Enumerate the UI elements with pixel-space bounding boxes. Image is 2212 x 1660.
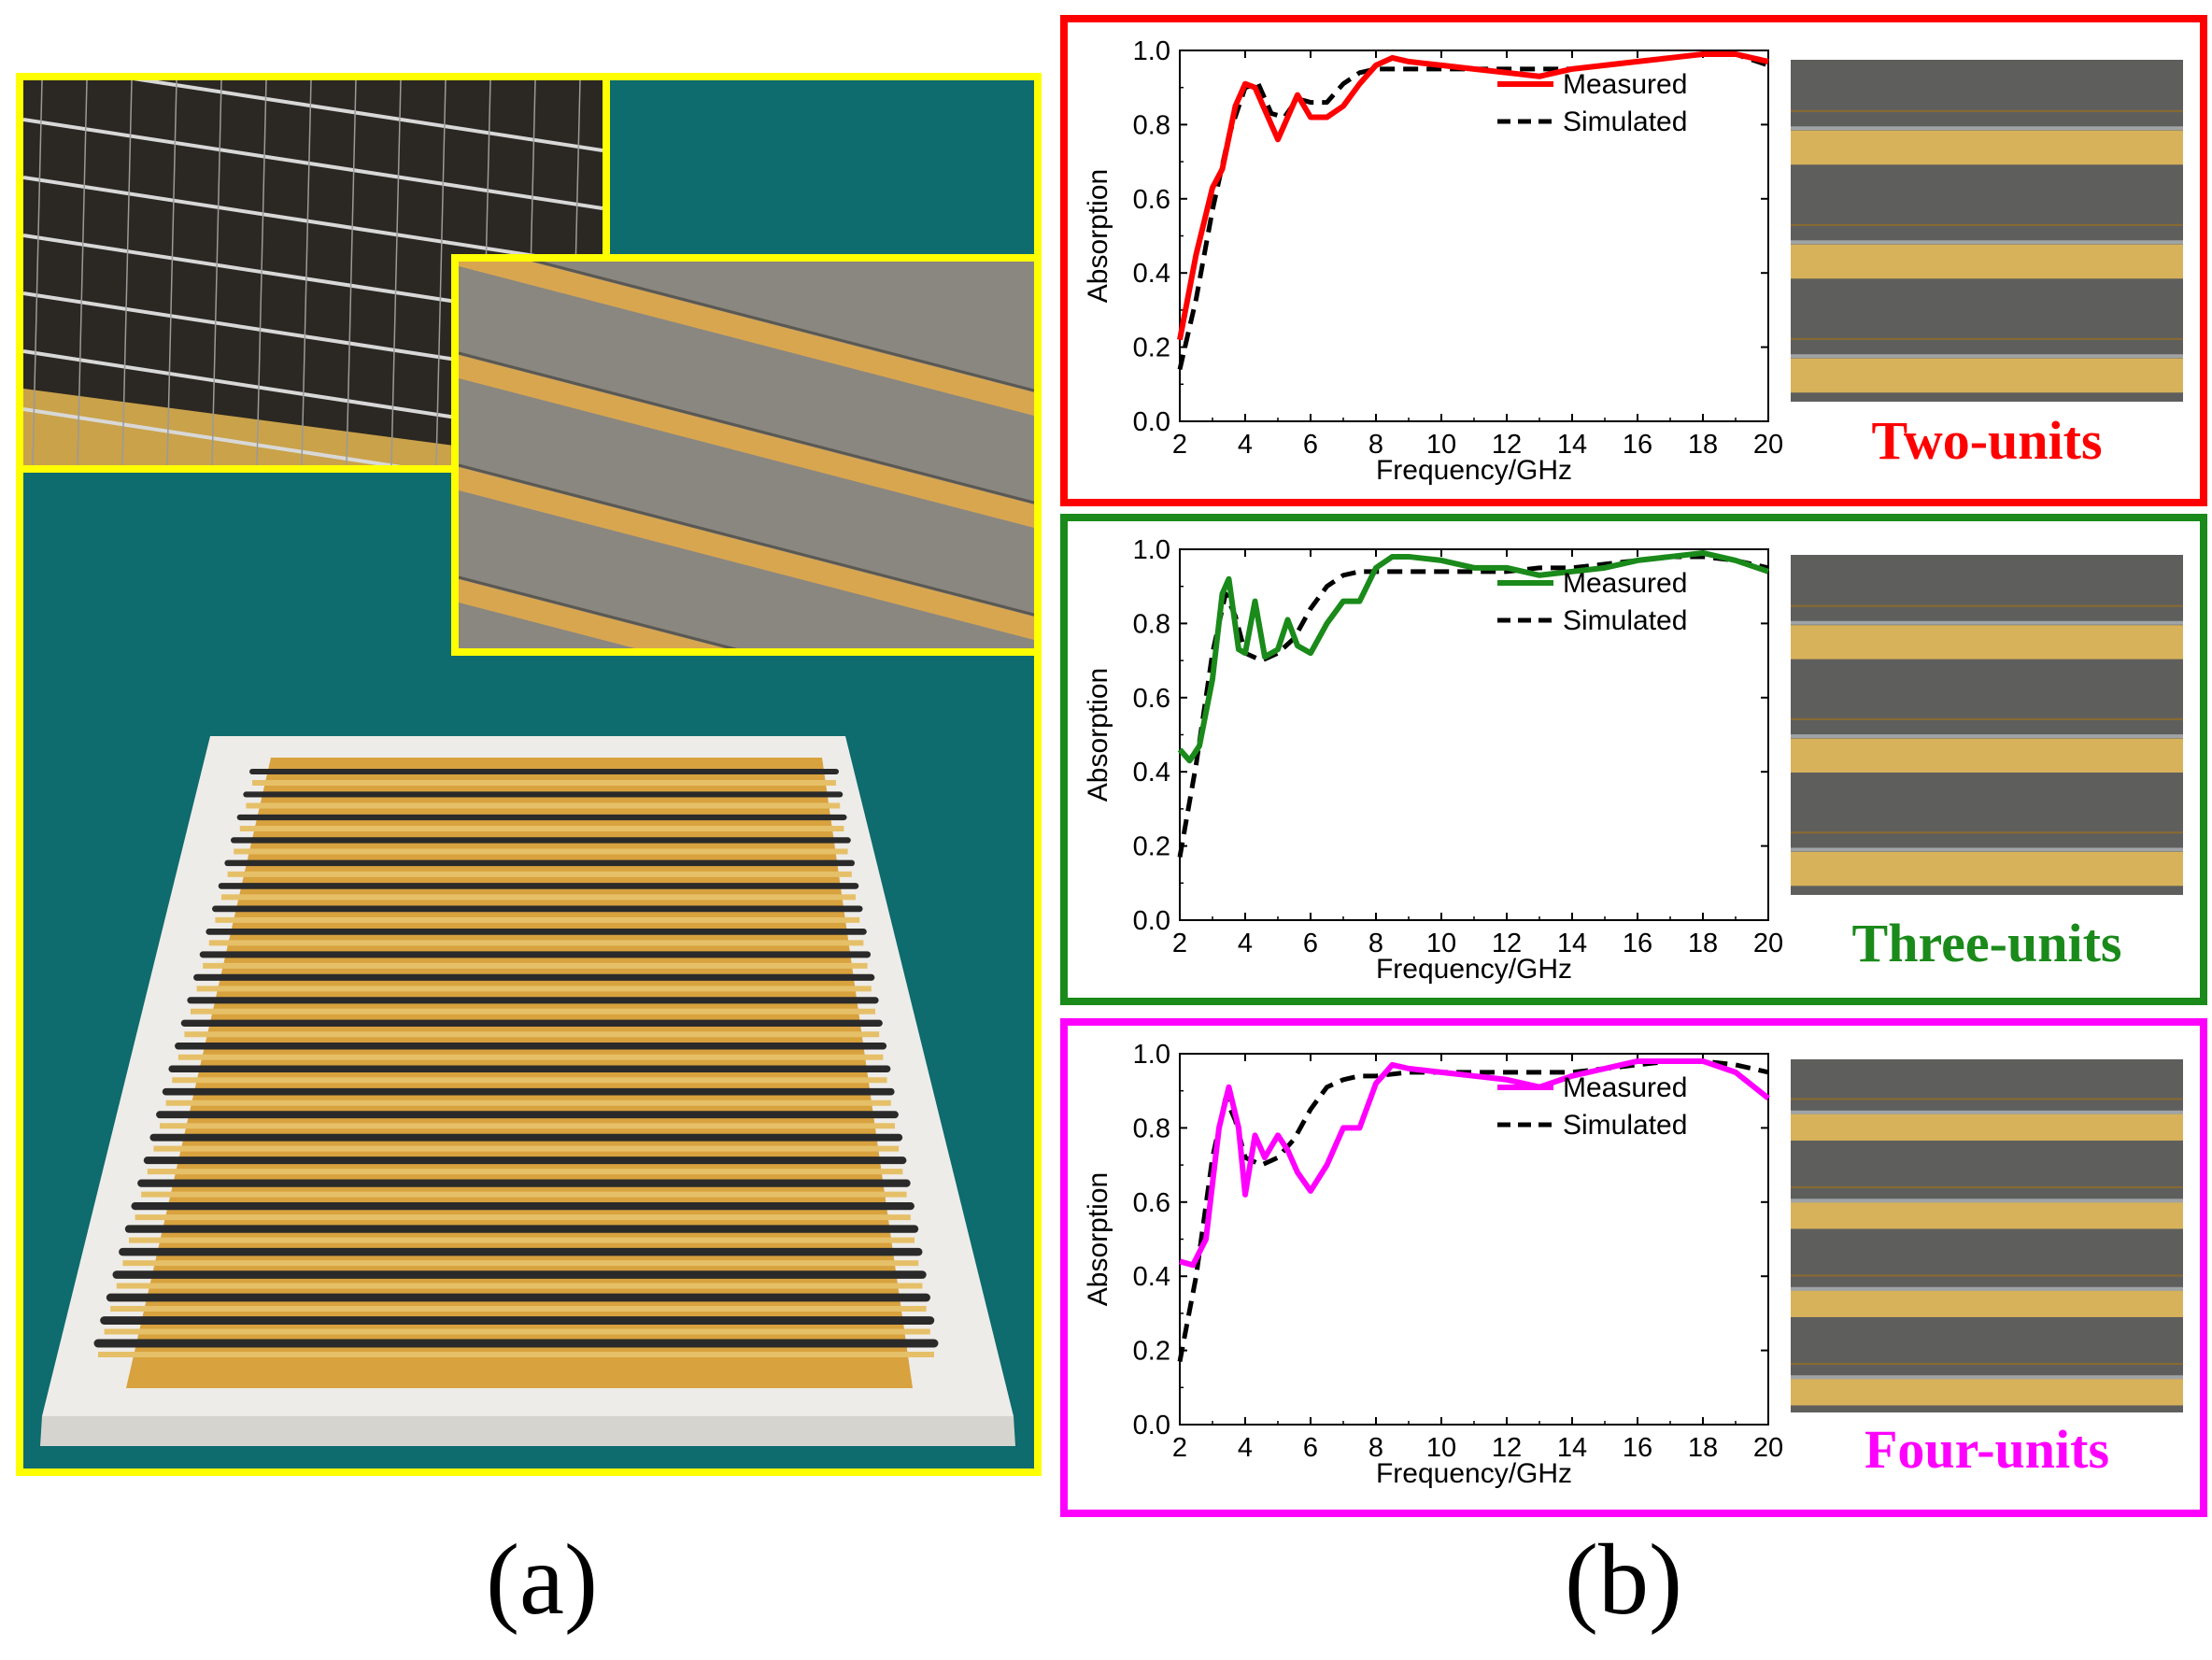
legend-label-simulated: Simulated [1563,106,1687,137]
x-tick-label: 14 [1557,1433,1587,1463]
simulated-line-two [1177,51,1769,370]
x-tick-label: 4 [1238,430,1253,460]
three-units-photo [1791,555,2183,895]
legend-label-measured: Measured [1563,69,1687,100]
y-tick-label: 0.0 [1133,407,1170,437]
x-tick-label: 4 [1238,929,1253,958]
y-tick-label: 0.6 [1133,684,1170,714]
x-tick-label: 14 [1557,430,1587,460]
x-tick-label: 20 [1753,929,1783,958]
x-tick-label: 6 [1303,430,1318,460]
y-tick-label: 0.6 [1133,185,1170,215]
y-tick-label: 0.4 [1133,259,1170,289]
x-tick-label: 20 [1753,1433,1783,1463]
y-tick-label: 0.2 [1133,333,1170,363]
y-tick-label: 0.8 [1133,110,1170,140]
x-tick-label: 4 [1238,1433,1253,1463]
y-tick-label: 0.0 [1133,906,1170,936]
two-units-structure-photo [1791,60,2183,402]
panel-label-b: (b) [1565,1525,1682,1636]
unit-label-two: Two-units [1871,410,2103,471]
y-tick-label: 1.0 [1133,36,1170,66]
simulated-line-three [1177,554,1769,858]
absorption-chart-three-units: 2 4 6 8 10 12 14 16 18 20 0.0 0.2 0.4 0.6 0.8 1.0Freque… [1083,535,1783,985]
x-tick-label: 14 [1557,929,1587,958]
three-units-structure-photo [1791,555,2183,895]
x-axis-label: Frequency/GHz [1376,455,1572,486]
x-tick-label: 10 [1426,929,1456,958]
x-tick-label: 12 [1492,430,1522,460]
x-tick-label: 16 [1623,430,1652,460]
x-tick-label: 12 [1492,1433,1522,1463]
unit-label-four: Four-units [1864,1419,2110,1480]
panel-label-a: (a) [486,1525,598,1636]
legend-label-measured: Measured [1563,1072,1687,1103]
x-tick-label: 20 [1753,430,1783,460]
absorption-chart-two-units: 2 4 6 8 10 12 14 16 18 20 0.0 0.2 0.4 0.6 0.8 1.0Freque… [1083,36,1783,486]
x-tick-label: 8 [1368,430,1383,460]
absorption-chart-four-units: 2 4 6 8 10 12 14 16 18 20 0.0 0.2 0.4 0.6 0.8 1.0Freque… [1083,1040,1783,1489]
x-tick-label: 12 [1492,929,1522,958]
y-tick-label: 1.0 [1133,535,1170,565]
measured-line-three [1177,549,1769,764]
y-axis-label: Absorption [1083,1172,1113,1306]
legend-label-simulated: Simulated [1563,605,1687,636]
x-tick-label: 18 [1688,430,1718,460]
y-tick-label: 1.0 [1133,1040,1170,1070]
y-tick-label: 0.4 [1133,758,1170,787]
y-tick-label: 0.4 [1133,1262,1170,1292]
x-tick-label: 2 [1172,1433,1187,1463]
y-tick-label: 0.8 [1133,1114,1170,1143]
unit-label-three: Three-units [1851,913,2122,973]
measured-line-two [1177,50,1769,341]
legend-label-measured: Measured [1563,568,1687,599]
y-tick-label: 0.6 [1133,1188,1170,1218]
closeup-photo-middle [451,254,1042,656]
x-tick-label: 16 [1623,929,1652,958]
closeup-resistive-photo [459,262,1034,648]
x-tick-label: 6 [1303,1433,1318,1463]
y-axis-label: Absorption [1083,169,1113,303]
legend-label-simulated: Simulated [1563,1110,1687,1141]
simulated-line-four [1177,1058,1769,1362]
x-tick-label: 8 [1368,1433,1383,1463]
x-tick-label: 18 [1688,929,1718,958]
x-tick-label: 10 [1426,430,1456,460]
y-tick-label: 0.2 [1133,832,1170,862]
four-units-photo [1791,1059,2183,1412]
x-tick-label: 16 [1623,1433,1652,1463]
x-tick-label: 18 [1688,1433,1718,1463]
x-tick-label: 6 [1303,929,1318,958]
x-tick-label: 8 [1368,929,1383,958]
measured-line-four [1179,1057,1770,1269]
x-tick-label: 2 [1172,929,1187,958]
four-units-structure-photo [1791,1059,2183,1412]
y-axis-label: Absorption [1083,668,1113,802]
two-units-photo [1791,60,2183,402]
absorber-sample-photo [40,736,1015,1446]
x-axis-label: Frequency/GHz [1376,954,1572,985]
y-tick-label: 0.0 [1133,1411,1170,1440]
x-tick-label: 10 [1426,1433,1456,1463]
y-tick-label: 0.8 [1133,609,1170,639]
y-tick-label: 0.2 [1133,1337,1170,1367]
x-tick-label: 2 [1172,430,1187,460]
x-axis-label: Frequency/GHz [1376,1458,1572,1489]
